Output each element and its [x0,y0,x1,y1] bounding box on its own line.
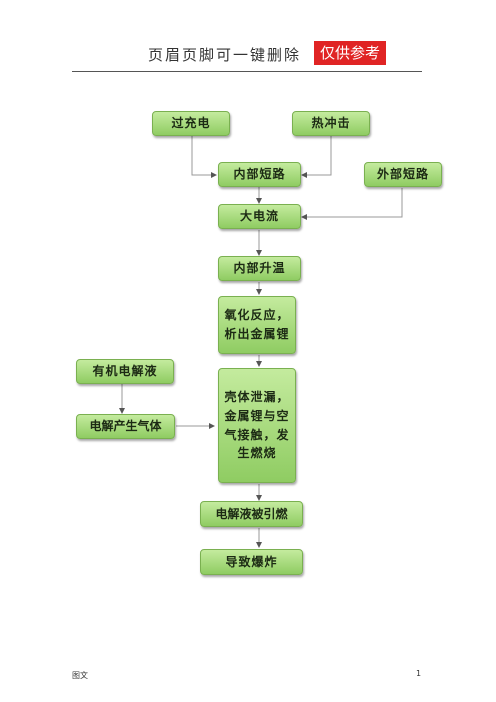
node-explosion: 导致爆炸 [200,549,303,575]
node-shell-leak: 壳体泄漏， 金属锂与空 气接触，发 生燃烧 [218,368,296,483]
node-oxidation: 氧化反应， 析出金属锂 [218,296,296,354]
node-organic-electrolyte: 有机电解液 [76,359,174,384]
arrow-external-short-to-high-current [301,188,403,220]
node-internal-temp-rise: 内部升温 [218,256,301,281]
arrow-thermal-shock-to-internal-short [301,136,332,178]
node-external-short: 外部短路 [364,162,442,187]
arrow-overcharge-to-internal-short [191,136,217,178]
node-gas-generation: 电解产生气体 [76,414,175,439]
node-electrolyte-ignited: 电解液被引燃 [200,501,303,527]
footer-left: 图文 [72,671,88,680]
footer-page-number: 1 [416,669,422,678]
header-badge: 仅供参考 [314,41,386,65]
node-thermal-shock: 热冲击 [292,111,370,136]
header-divider [72,71,422,72]
node-high-current: 大电流 [218,204,301,229]
node-internal-short: 内部短路 [218,162,301,187]
node-overcharge: 过充电 [152,111,230,136]
header-text: 页眉页脚可一键删除 [148,46,302,64]
